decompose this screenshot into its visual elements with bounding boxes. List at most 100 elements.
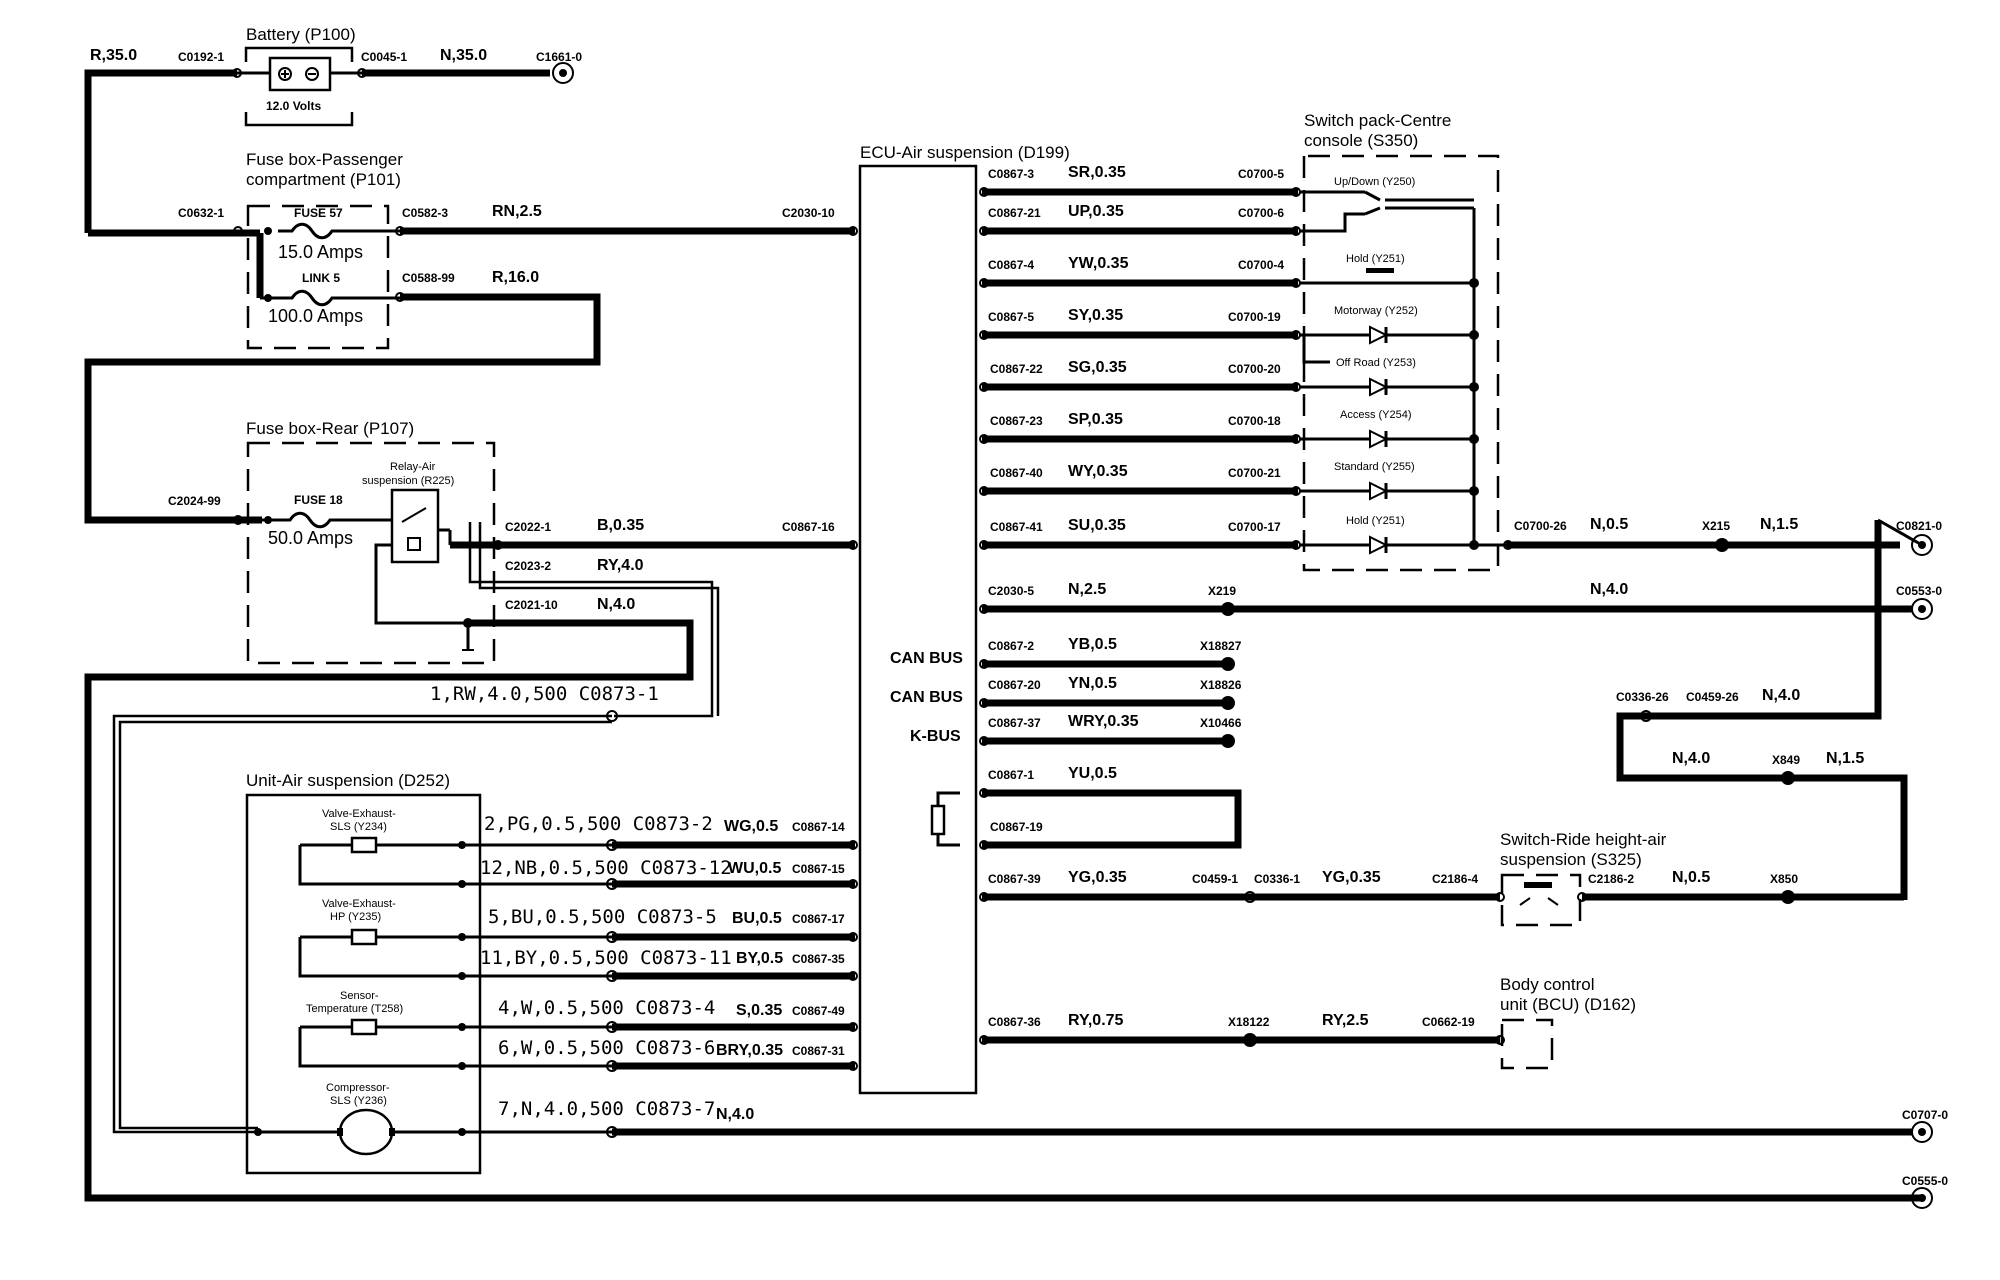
battery-bracket-bottom: [244, 112, 354, 127]
connector-icon: [606, 710, 618, 722]
wire-label: R,35.0: [90, 47, 137, 64]
fuse-box-passenger-outline: [246, 204, 390, 350]
wire-label: BY,0.5: [736, 950, 783, 967]
connector-label: C0867-19: [990, 820, 1043, 834]
connector-label: 11,BY,0.5,500 C0873-11: [480, 947, 732, 969]
switch-label: Standard (Y255): [1334, 461, 1415, 473]
fuse18-icon: [262, 511, 344, 529]
component-label: SLS (Y234): [330, 821, 387, 833]
wire-label: N,4.0: [1590, 581, 1628, 598]
wire-label: YN,0.5: [1068, 675, 1117, 692]
connector-label: C0867-4: [988, 258, 1034, 272]
connector-label: C0867-21: [988, 206, 1041, 220]
unit-line: 2,PG,0.5,500 C0873-2 WG,0.5 C0867-14: [462, 813, 858, 851]
connector-label: 6,W,0.5,500 C0873-6: [498, 1037, 715, 1059]
wire-label: N,4.0: [716, 1106, 754, 1123]
ecu-pin-row: C0867-5 SY,0.35 C0700-19: [979, 307, 1301, 340]
connector-label: C0867-16: [782, 520, 835, 534]
battery: Battery (P100) 12.0 Volts R,35.0 C0192-1…: [90, 25, 582, 127]
wire-label: WU,0.5: [728, 860, 781, 877]
wire-label: RY,2.5: [1322, 1012, 1369, 1029]
wire-r16: [84, 293, 601, 524]
connector-label: C2022-1: [505, 520, 551, 534]
connector-label: 2,PG,0.5,500 C0873-2: [484, 813, 713, 835]
connector-label: C0700-4: [1238, 258, 1284, 272]
wire-label: N,0.5: [1672, 869, 1710, 886]
connector-label: C0459-26: [1686, 690, 1739, 704]
connector-label: C0700-18: [1228, 414, 1281, 428]
splice-label: X18827: [1200, 639, 1242, 653]
splice-label: X219: [1208, 584, 1236, 598]
link5-icon: [278, 289, 346, 307]
switch-pack-title: Switch pack-Centre: [1304, 111, 1451, 130]
connector-icon: [232, 68, 242, 78]
battery-plus-icon: [278, 67, 292, 81]
connector-label: C0700-19: [1228, 310, 1281, 324]
ground-label: C0555-0: [1902, 1174, 1948, 1188]
fuse57-icon: [278, 222, 346, 240]
wire-label: SP,0.35: [1068, 411, 1123, 428]
connector-label: C0867-22: [990, 362, 1043, 376]
unit-to-ecu-wiring: 2,PG,0.5,500 C0873-2 WG,0.5 C0867-14 12,…: [462, 813, 1948, 1209]
ground-label: C0821-0: [1896, 519, 1942, 533]
connector-icon: [233, 515, 243, 525]
led-offroad: Off Road (Y253): [1300, 357, 1479, 397]
ecu-box: [858, 164, 978, 1095]
wire-label: YW,0.35: [1068, 255, 1129, 272]
connector-label: C2186-2: [1588, 872, 1634, 886]
component-label: Temperature (T258): [306, 1003, 403, 1015]
component-label: Sensor-: [340, 990, 379, 1002]
relay-icon: [390, 488, 440, 564]
wire-label: SY,0.35: [1068, 307, 1123, 324]
link5-label: LINK 5: [302, 271, 340, 285]
connector-label: C0700-17: [1228, 520, 1281, 534]
wire-ry40: [468, 522, 714, 718]
connector-label: C0867-23: [990, 414, 1043, 428]
sensor-icon: [350, 1018, 378, 1036]
connector-label: C0867-15: [792, 862, 845, 876]
wire-label: N,4.0: [597, 596, 635, 613]
battery-bracket-top: [244, 46, 354, 62]
resistor-icon: [930, 804, 946, 836]
connector-label: C0867-2: [988, 639, 1034, 653]
connector-icon: [233, 226, 243, 236]
bus-wiring: C0867-2 YB,0.5 X18827 C0867-20 YN,0.5 X1…: [979, 636, 1242, 748]
can-bus-label: CAN BUS: [890, 650, 963, 667]
fuse-box-rear-title: Fuse box-Rear (P107): [246, 419, 414, 438]
connector-icon: [395, 226, 405, 236]
fuse-box-passenger-title: Fuse box-Passenger: [246, 150, 403, 169]
connector-label: C0662-19: [1422, 1015, 1475, 1029]
wire-label: UP,0.35: [1068, 203, 1124, 220]
unit-air-box: [245, 793, 482, 1175]
connector-label: C0192-1: [178, 50, 224, 64]
led-motorway: Motorway (Y252): [1300, 305, 1479, 364]
wire-label: BRY,0.35: [716, 1042, 783, 1059]
wire-label: RY,0.75: [1068, 1012, 1124, 1029]
ecu-pin-row: C0867-40 WY,0.35 C0700-21: [979, 463, 1301, 496]
unit-air-suspension: Unit-Air suspension (D252) Valve-Exhaust…: [245, 771, 482, 1175]
connector-icon: [357, 68, 367, 78]
wire-rw40: [112, 714, 612, 1134]
ecu-ground: C2030-5 N,2.5 X219 N,4.0 C0553-0: [979, 581, 1942, 620]
connector-label: C2030-10: [782, 206, 835, 220]
connector-label: C0867-31: [792, 1044, 845, 1058]
link5-rating: 100.0 Amps: [268, 306, 363, 326]
switch-pack-wiring: C0867-3 SR,0.35 C0700-5 C0867-21 UP,0.35…: [979, 164, 1301, 550]
wire-label: YU,0.5: [1068, 765, 1117, 782]
splice-label: X18122: [1228, 1015, 1270, 1029]
ecu-pin-row: C0867-3 SR,0.35 C0700-5: [979, 164, 1301, 197]
wire-label: S,0.35: [736, 1002, 782, 1019]
connector-label: C0867-3: [988, 167, 1034, 181]
wire-label: SR,0.35: [1068, 164, 1126, 181]
battery-minus-icon: [305, 67, 319, 81]
switch-label: Motorway (Y252): [1334, 305, 1418, 317]
power-wiring: [84, 69, 1922, 1202]
battery-title: Battery (P100): [246, 25, 356, 44]
switch-label: Hold (Y251): [1346, 253, 1405, 265]
connector-label: C0459-1: [1192, 872, 1238, 886]
wire-label: N,4.0: [1762, 687, 1800, 704]
connector-label: 4,W,0.5,500 C0873-4: [498, 997, 715, 1019]
ground-label: C1661-0: [536, 50, 582, 64]
fuse18-rating: 50.0 Amps: [268, 528, 353, 548]
unit-air-title: Unit-Air suspension (D252): [246, 771, 450, 790]
